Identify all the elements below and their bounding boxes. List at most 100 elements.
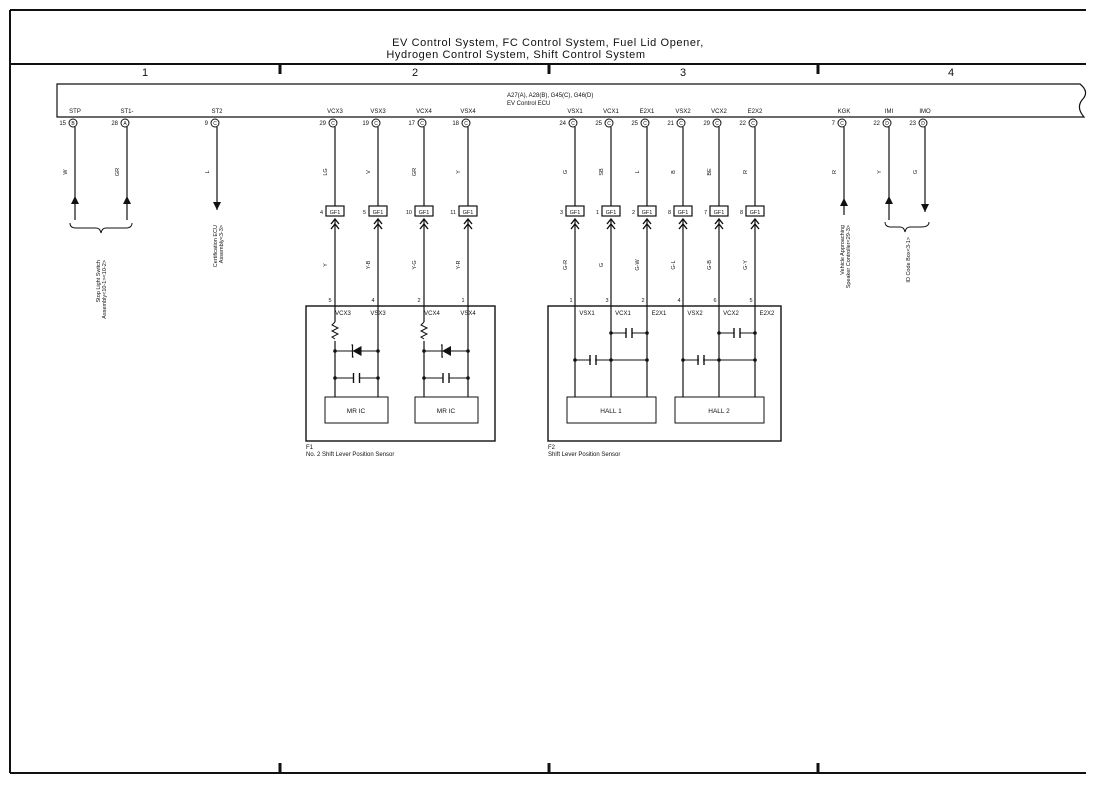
connector-circle (417, 118, 427, 128)
ecu-pin-number: 29 (703, 121, 710, 127)
gf1-connector-box (637, 205, 657, 217)
mr-ic-left-box (324, 396, 389, 424)
wire-color-label: BE (707, 168, 713, 176)
connector-circle (568, 118, 578, 128)
zener-bar-left (351, 344, 354, 358)
wire-color-label: GR (115, 168, 121, 176)
ecu-pin-number: 23 (909, 121, 916, 127)
sensor-f1: F1 No. 2 Shift Lever Position Sensor MR … (305, 298, 496, 458)
ecu-pin-number: 21 (667, 121, 674, 127)
connector-letter: C (643, 121, 647, 127)
ecu-pin-label: VCX3 (327, 109, 343, 115)
connector-letter: C (420, 121, 424, 127)
wire-color-label: G (599, 263, 605, 267)
ecu-connectors: A27(A), A28(B), G45(C), G46(D) (507, 93, 593, 99)
sensor-pin-label: E2X2 (760, 311, 775, 317)
connector-letter: C (571, 121, 575, 127)
arrow-to-id-code-box (921, 204, 929, 212)
hall-2-label: HALL 2 (708, 408, 730, 415)
connector-circle (676, 118, 686, 128)
wire-color-label: SB (599, 168, 605, 176)
ecu-pin-number: 25 (595, 121, 602, 127)
connector-letter: C (607, 121, 611, 127)
ecu-pin-number: 18 (452, 121, 459, 127)
wire-color-label: V (366, 170, 372, 174)
sensor-pin-label: VSX2 (687, 311, 703, 317)
connector-letter: C (331, 121, 335, 127)
ecu-pin-label: KGK (838, 109, 851, 115)
ecu-pin-number: 19 (362, 121, 369, 127)
svg-text:ID Code Box<3-1>: ID Code Box<3-1> (906, 237, 912, 283)
wire-color-label: Y (323, 263, 329, 267)
ecu-pin-label: E2X2 (748, 109, 763, 115)
junction-dot (573, 358, 577, 362)
ecu-pin-label: VSX2 (675, 109, 691, 115)
sensor-f1-code: F1 (306, 445, 314, 451)
ecu-box (56, 83, 1087, 118)
wire-color-label: Y (877, 170, 883, 174)
arrow-to-ecu (840, 198, 848, 206)
gf1-connector-box (673, 205, 693, 217)
certification-ecu-label: Certification ECU Assembly<3-3> (213, 225, 225, 267)
gf1-label: GF1 (463, 210, 474, 216)
junction-dot (333, 376, 337, 380)
ecu-pin-number: 9 (205, 121, 209, 127)
sensor-f2-name: Shift Lever Position Sensor (548, 452, 620, 458)
gf1-pin-number: 11 (450, 210, 456, 216)
resistor-right (419, 321, 429, 340)
gf1-label: GF1 (570, 210, 581, 216)
hall-1-label: HALL 1 (600, 408, 622, 415)
connector-circle (120, 118, 130, 128)
sensor-pin-label: VCX3 (335, 311, 351, 317)
gf1-pin-number: 4 (320, 210, 323, 216)
sensor-pin-number: 5 (749, 298, 752, 304)
ecu-pin-label: STP (69, 109, 81, 115)
ecu-pin-label: IMO (919, 109, 931, 115)
ecu-pin-number: 28 (111, 121, 118, 127)
connector-circle (748, 118, 758, 128)
sensor-pin-number: 2 (417, 298, 420, 304)
ecu-pin-label: VSX1 (567, 109, 583, 115)
svg-text:Assembly<10-1><10-2>: Assembly<10-1><10-2> (102, 260, 108, 319)
title-line-1: EV Control System, FC Control System, Fu… (392, 37, 704, 49)
connector-letter: D (885, 121, 889, 127)
vehicle-approaching-speaker-label: Vehicle Approaching Speaker Controller<2… (840, 225, 852, 288)
sensor-pin-number: 3 (605, 298, 608, 304)
connector-circle (918, 118, 928, 128)
junction-dot (717, 358, 721, 362)
wire-color-label: Y-B (366, 260, 372, 269)
connector-circle (328, 118, 338, 128)
gf1-pin-number: 8 (740, 210, 743, 216)
sensor-pin-number: 5 (328, 298, 331, 304)
gf1-connector-box (414, 205, 434, 217)
gf1-pin-number: 7 (704, 210, 707, 216)
mr-ic-right-box (414, 396, 479, 424)
junction-dot (645, 358, 649, 362)
sensor-f1-internal: 5VCX34VSX32VCX41VSX4 (328, 298, 476, 397)
ecu-pin-number: 24 (559, 121, 566, 127)
ecu-pin-label: IMI (885, 109, 894, 115)
ecu-pin-number: 22 (739, 121, 746, 127)
sensor-pin-number: 6 (713, 298, 716, 304)
wire-color-label: B (671, 170, 677, 174)
junction-dot (422, 349, 426, 353)
junction-dot (753, 331, 757, 335)
sensor-f2-box (547, 305, 782, 442)
sensor-pin-label: VSX1 (579, 311, 595, 317)
gf1-connector-box (458, 205, 478, 217)
junction-dot (422, 376, 426, 380)
ecu-pin-label: VSX3 (370, 109, 386, 115)
wire-color-label: G-B (707, 260, 713, 270)
